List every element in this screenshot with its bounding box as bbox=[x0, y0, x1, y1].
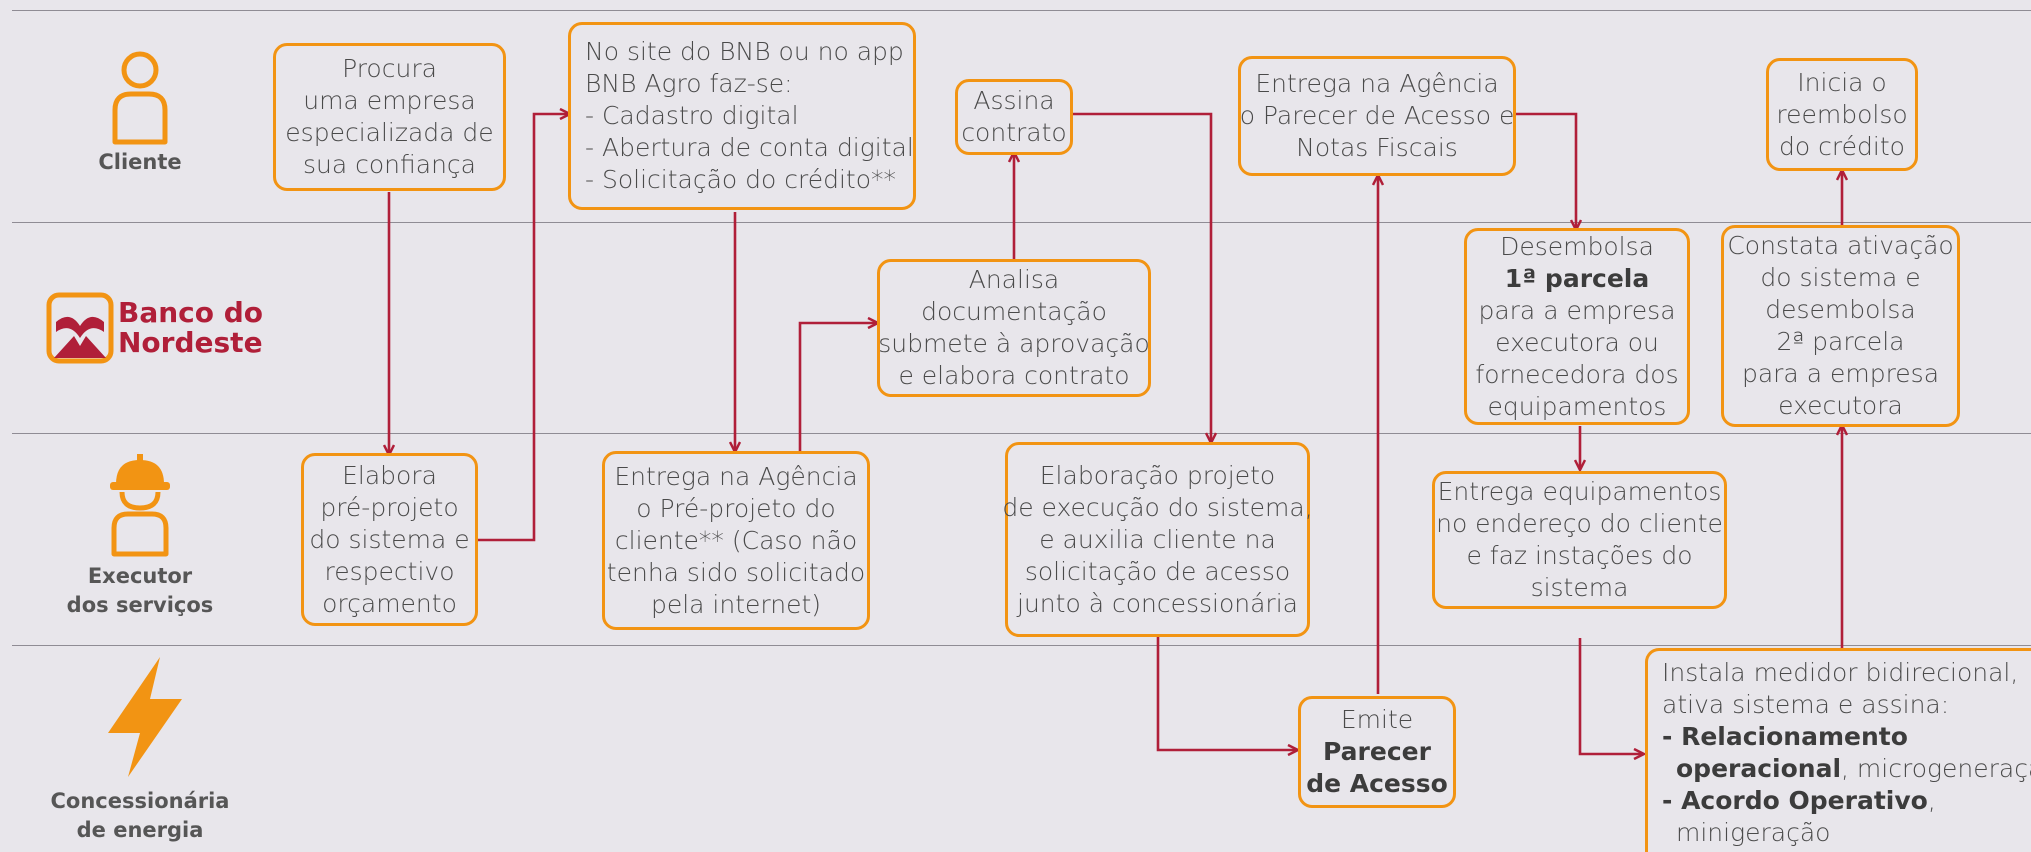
lane-divider-1 bbox=[12, 222, 2031, 223]
step-procura: Procura uma empresa especializada de sua… bbox=[273, 43, 506, 191]
step-entrega-equipamentos: Entrega equipamentos no endereço do clie… bbox=[1432, 471, 1727, 609]
lane-label-cliente: Cliente bbox=[98, 150, 182, 174]
step-inicia-reembolso: Inicia o reembolso do crédito bbox=[1766, 58, 1918, 171]
step-emite-parecer: Emite Parecer de Acesso bbox=[1298, 696, 1456, 808]
step-elabora-pre-projeto: Elabora pré-projeto do sistema e respect… bbox=[301, 453, 478, 626]
step-entrega-pre-projeto: Entrega na Agência o Pré-projeto do clie… bbox=[602, 451, 870, 630]
arrow-entrega-pre-to-analisa bbox=[798, 323, 878, 452]
lane-divider-top bbox=[12, 10, 2031, 11]
step-constata: Constata ativação do sistema e desembols… bbox=[1721, 225, 1960, 427]
step-desembolsa-1: Desembolsa 1ª parcela para a empresa exe… bbox=[1464, 228, 1690, 425]
step-entrega-parecer: Entrega na Agência o Parecer de Acesso e… bbox=[1238, 56, 1516, 176]
arrow-elaboracao-to-emite bbox=[1156, 636, 1298, 750]
step-instala-medidor: Instala medidor bidirecional, ativa sist… bbox=[1645, 648, 2031, 852]
arrow-assina-to-elaboracao bbox=[1073, 112, 1211, 443]
arrow-entrega-parecer-to-desembolsa bbox=[1514, 112, 1576, 230]
step-elaboracao-projeto: Elaboração projeto de execução do sistem… bbox=[1002, 442, 1313, 637]
bank-logo-text: Banco do Nordeste bbox=[118, 296, 264, 359]
person-icon bbox=[112, 51, 168, 145]
step-site-bnb: No site do BNB ou no app BNB Agro faz-se… bbox=[568, 22, 916, 210]
lane-divider-3 bbox=[12, 645, 2031, 646]
lane-label-concessionaria: Concessionária de energia bbox=[50, 789, 230, 842]
lightning-bolt-icon bbox=[108, 657, 182, 777]
worker-helmet-icon bbox=[110, 454, 170, 557]
step-assina: Assina contrato bbox=[955, 79, 1073, 155]
arrow-entrega-equip-to-instala bbox=[1578, 638, 1644, 754]
arrow-elabora-to-site bbox=[476, 114, 570, 542]
lane-label-executor: Executor dos serviços bbox=[66, 564, 214, 617]
step-analisa: Analisa documentação submete à aprovação… bbox=[877, 259, 1151, 397]
bank-logo-icon bbox=[46, 292, 114, 364]
lane-divider-2 bbox=[12, 433, 2031, 434]
